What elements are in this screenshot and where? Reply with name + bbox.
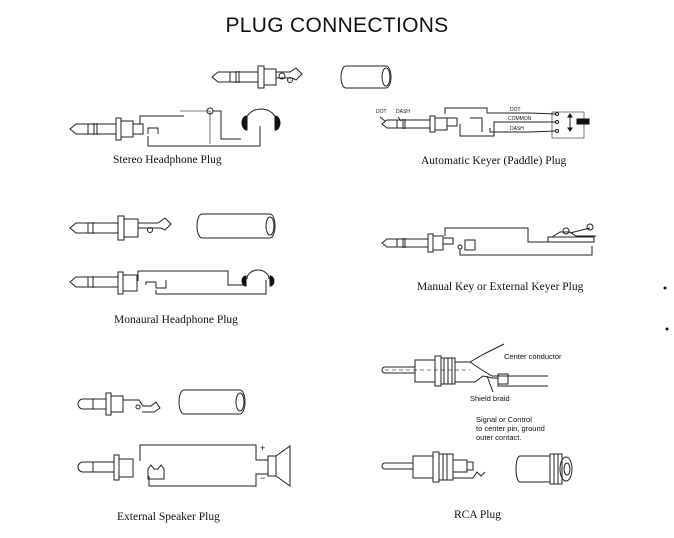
keyer-wire-common-label: COMMON	[508, 116, 532, 122]
page-title: PLUG CONNECTIONS	[225, 14, 449, 37]
rca-note-line-2: to center pin, ground	[476, 424, 545, 433]
keyer-wire-dash-label: DASH	[510, 126, 524, 132]
keyer-label-dash-ring: DASH	[396, 109, 410, 115]
mono-plug-exploded	[70, 216, 171, 240]
speaker-minus-label: −	[260, 473, 266, 483]
rca-shield-braid-label: Shield braid	[470, 394, 510, 403]
caption-external-speaker-plug: External Speaker Plug	[117, 511, 220, 523]
speaker-plug-sleeve	[179, 390, 245, 414]
speck-mark	[666, 328, 668, 330]
speaker-plug-wiring	[78, 445, 290, 486]
speaker-plus-label: +	[260, 443, 266, 453]
keyer-plug-wiring	[380, 108, 589, 138]
rca-plug-sleeve	[516, 454, 572, 484]
stereo-plug-sleeve	[341, 66, 391, 88]
manual-key-wiring	[382, 224, 596, 255]
caption-monaural-headphone-plug: Monaural Headphone Plug	[114, 314, 238, 326]
rca-plug-cutaway	[382, 344, 548, 392]
caption-rca-plug: RCA Plug	[454, 509, 501, 521]
caption-automatic-keyer-plug: Automatic Keyer (Paddle) Plug	[421, 155, 567, 167]
rca-note-line-1: Signal or Control	[476, 415, 532, 424]
caption-manual-key-plug: Manual Key or External Keyer Plug	[417, 281, 584, 293]
rca-note-line-3: outer contact.	[476, 433, 522, 442]
caption-stereo-headphone-plug: Stereo Headphone Plug	[113, 154, 222, 166]
speck-mark	[664, 287, 666, 289]
mono-plug-wiring	[70, 270, 274, 294]
rca-center-conductor-label: Center conductor	[504, 352, 562, 361]
keyer-wire-dot-label: DOT	[510, 107, 521, 113]
rca-plug-assembled	[382, 452, 485, 482]
speaker-plug-exploded	[78, 393, 160, 415]
mono-plug-sleeve	[197, 214, 275, 238]
keyer-label-dot-tip: DOT	[376, 109, 387, 115]
stereo-plug-exploded	[212, 66, 302, 88]
stereo-plug-wiring	[70, 108, 280, 146]
